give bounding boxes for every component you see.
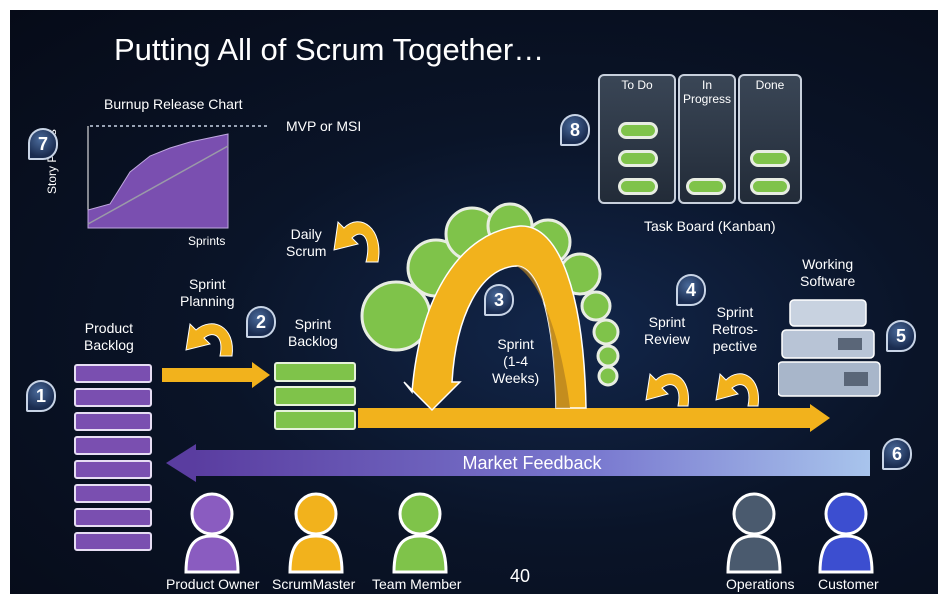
- sprint-label: Sprint (1-4 Weeks): [492, 336, 540, 386]
- task-card: [686, 178, 726, 195]
- team-member-label: Team Member: [372, 576, 462, 592]
- backlog-item: [74, 532, 152, 551]
- team-member-avatar: [392, 492, 448, 574]
- backlog-item: [74, 460, 152, 479]
- task-board-title: Task Board (Kanban): [644, 218, 776, 234]
- step-badge-7: 7: [28, 128, 58, 160]
- task-column-label: Done: [755, 78, 785, 92]
- burnup-chart: [87, 125, 270, 229]
- customer-avatar: [818, 492, 874, 574]
- sprint-backlog-item: [274, 386, 356, 406]
- step-badge-6: 6: [882, 438, 912, 470]
- backlog-item: [74, 508, 152, 527]
- sprint-backlog-item: [274, 410, 356, 430]
- sprint-planning-cycle-icon: [185, 322, 233, 357]
- sprint-retrospective-cycle-icon: [715, 372, 759, 407]
- task-column-in-progress: In Progress: [678, 74, 736, 204]
- backlog-item: [74, 436, 152, 455]
- sprint-review-label: Sprint Review: [644, 314, 690, 347]
- daily-scrum-label: Daily Scrum: [286, 226, 327, 259]
- daily-scrum-cycle-icon: [333, 220, 380, 263]
- sprint-retrospective-label: Sprint Retros- pective: [712, 304, 758, 354]
- step-badge-2: 2: [246, 306, 276, 338]
- customer-label: Customer: [818, 576, 879, 592]
- burnup-title: Burnup Release Chart: [104, 96, 243, 112]
- burnup-ylabel: Story Points: [45, 129, 59, 194]
- market-feedback-bar: Market Feedback: [194, 450, 870, 476]
- page-number: 40: [510, 566, 531, 586]
- task-column-todo: To Do: [598, 74, 676, 204]
- planning-arrow: [162, 362, 270, 388]
- delivery-arrow: [358, 404, 830, 432]
- step-badge-8: 8: [560, 114, 590, 146]
- step-badge-1: 1: [26, 380, 56, 412]
- slide: Putting All of Scrum Together… Burnup Re…: [10, 10, 938, 594]
- task-card: [750, 150, 790, 167]
- scrummaster-label: ScrumMaster: [272, 576, 356, 592]
- burnup-trend-line: [87, 145, 229, 225]
- sprint-planning-label: Sprint Planning: [180, 276, 235, 309]
- task-column-done: Done: [738, 74, 802, 204]
- sprint-review-cycle-icon: [645, 372, 689, 407]
- task-column-label: In Progress: [682, 78, 732, 106]
- burnup-xlabel: Sprints: [188, 234, 226, 248]
- step-badge-3: 3: [484, 284, 514, 316]
- step-badge-4: 4: [676, 274, 706, 306]
- working-software-label: Working Software: [800, 256, 856, 289]
- operations-avatar: [726, 492, 782, 574]
- sprint-cycle: [360, 202, 620, 412]
- slide-title: Putting All of Scrum Together…: [114, 32, 545, 67]
- sprint-backlog-item: [274, 362, 356, 382]
- product-backlog-label: Product Backlog: [84, 320, 134, 353]
- step-badge-5: 5: [886, 320, 916, 352]
- sprint-backlog-label: Sprint Backlog: [288, 316, 338, 349]
- backlog-item: [74, 412, 152, 431]
- backlog-item: [74, 388, 152, 407]
- software-boxes-icon: [778, 299, 881, 397]
- product-owner-avatar: [184, 492, 240, 574]
- task-card: [618, 178, 658, 195]
- task-column-label: To Do: [621, 78, 653, 92]
- product-owner-label: Product Owner: [166, 576, 260, 592]
- scrummaster-avatar: [288, 492, 344, 574]
- backlog-item: [74, 484, 152, 503]
- burnup-target-label: MVP or MSI: [286, 118, 362, 134]
- operations-label: Operations: [726, 576, 795, 592]
- feedback-arrow-head: [166, 444, 196, 482]
- backlog-item: [74, 364, 152, 383]
- task-card: [618, 122, 658, 139]
- task-card: [618, 150, 658, 167]
- task-card: [750, 178, 790, 195]
